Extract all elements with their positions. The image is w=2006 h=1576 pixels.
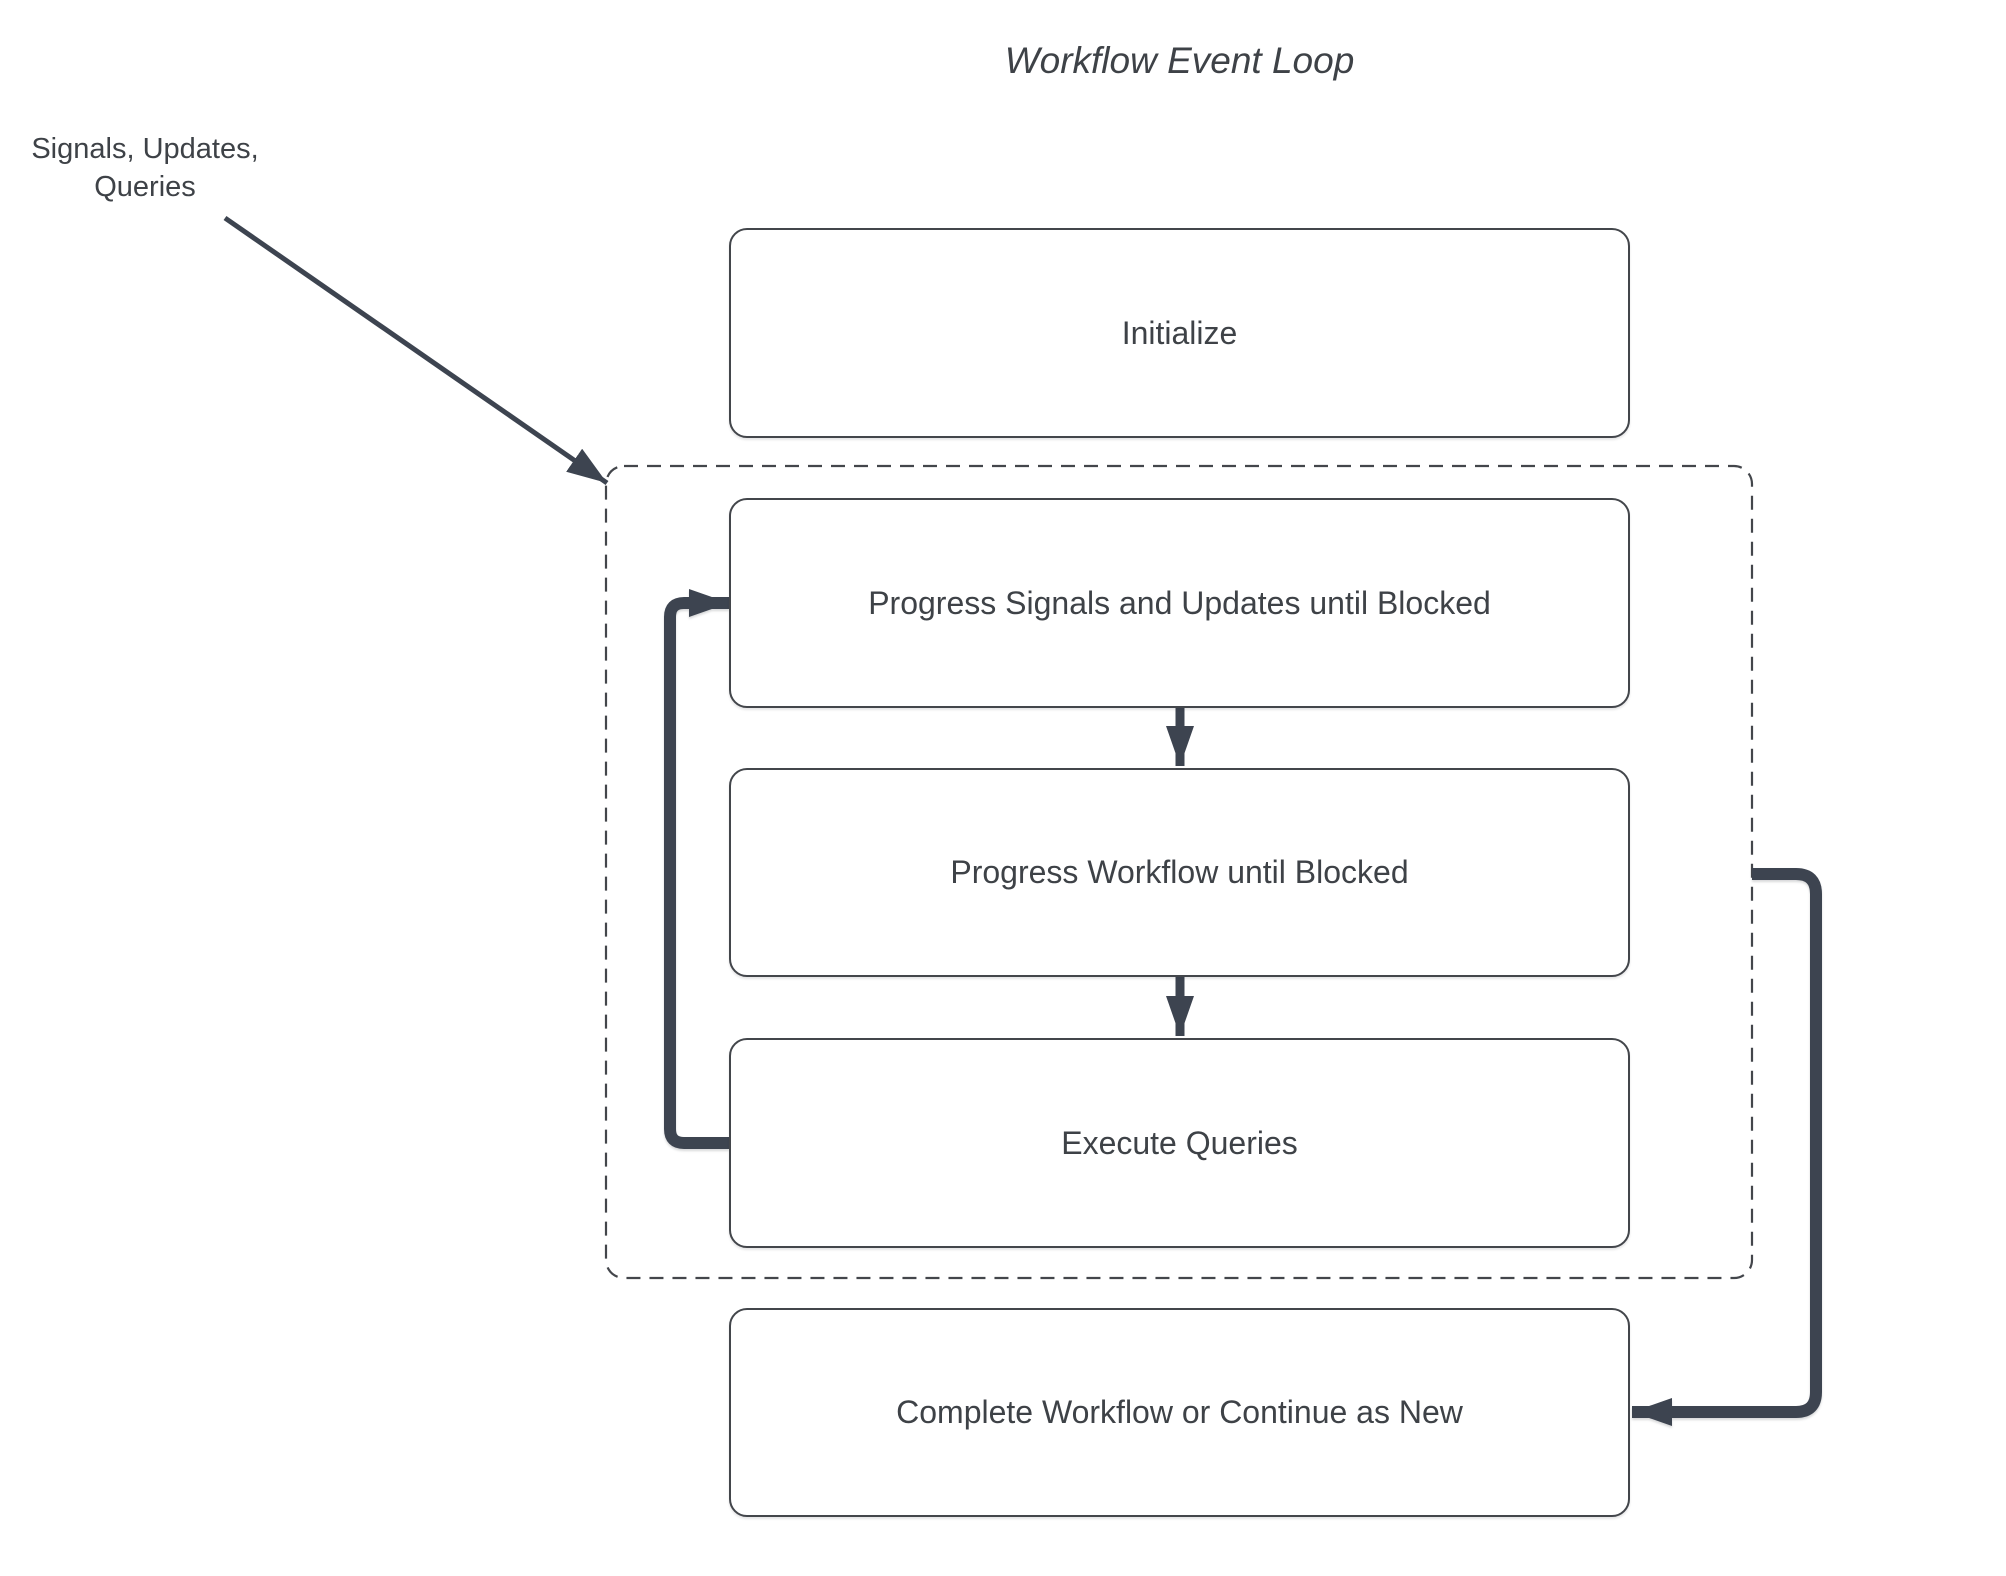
- progress-workflow-box: Progress Workflow until Blocked: [729, 768, 1630, 977]
- initialize-label: Initialize: [1121, 314, 1238, 351]
- progress-workflow-label: Progress Workflow until Blocked: [950, 854, 1409, 890]
- signals-updates-queries-label: Signals, Updates, Queries: [31, 133, 259, 203]
- progress-signals-box: Progress Signals and Updates until Block…: [729, 498, 1630, 708]
- initialize-box: Initialize: [729, 228, 1630, 438]
- signals-inbound-arrow: [223, 215, 609, 486]
- execute-queries-label: Execute Queries: [1061, 1124, 1298, 1161]
- complete-workflow-label: Complete Workflow or Continue as New: [896, 1394, 1463, 1430]
- progress-signals-label: Progress Signals and Updates until Block…: [868, 584, 1491, 621]
- loop-arrow-execute-queries-to-progress-signals: [664, 589, 729, 1149]
- execute-queries-box: Execute Queries: [729, 1038, 1630, 1248]
- complete-workflow-box: Complete Workflow or Continue as New: [729, 1308, 1630, 1517]
- arrow-event-loop-to-complete: [1632, 868, 1822, 1426]
- diagram-title: Workflow Event Loop: [1004, 40, 1355, 81]
